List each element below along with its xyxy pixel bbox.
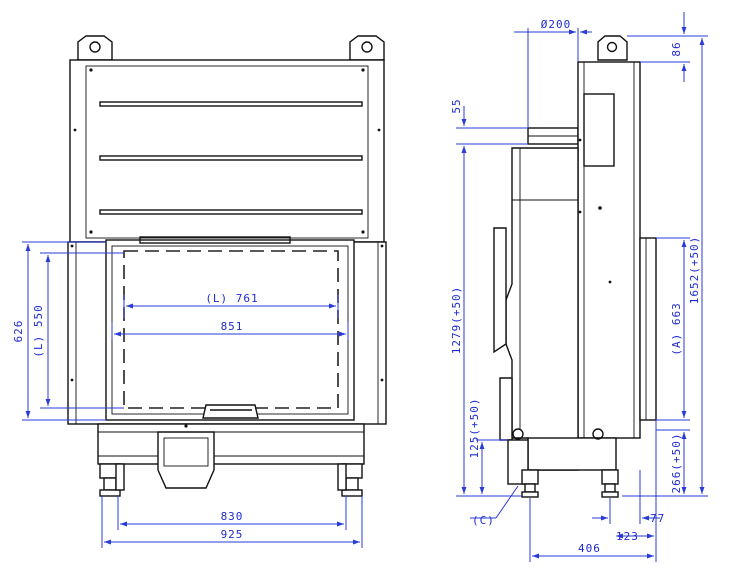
front-view-dimensions: (L) 761 851 830 925 626 (L) 550 bbox=[12, 241, 363, 548]
front-foot-left-2 bbox=[115, 463, 125, 491]
dim-depth-406: 406 bbox=[578, 542, 601, 555]
side-lifting-lug bbox=[597, 35, 628, 61]
side-rear-duct bbox=[493, 227, 507, 354]
side-foot-rear bbox=[521, 469, 539, 498]
dim-height-L550: (L) 550 bbox=[32, 304, 45, 357]
dim-height-626: 626 bbox=[12, 320, 25, 343]
dim-base-830: 830 bbox=[221, 510, 244, 523]
front-foot-right-2 bbox=[337, 463, 347, 491]
front-view bbox=[67, 35, 387, 497]
front-foot-left bbox=[99, 463, 121, 497]
dim-base-925: 925 bbox=[221, 528, 244, 541]
side-bottom-frame bbox=[527, 437, 617, 471]
dim-door-height: (A) 663 bbox=[670, 302, 683, 355]
front-hood bbox=[69, 59, 385, 243]
side-view-dimensions: Ø200 55 86 1652(+50) (A) 663 266(+50) 12… bbox=[450, 12, 708, 562]
front-lifting-lug-right bbox=[349, 35, 385, 61]
dim-flue-gap: 55 bbox=[450, 98, 463, 113]
front-hood-slot-3 bbox=[99, 209, 363, 215]
dim-leg-266: 266(+50) bbox=[670, 433, 683, 494]
side-combustion-body bbox=[505, 147, 579, 471]
front-door-frame bbox=[105, 239, 355, 421]
callout-air-intake: (C) bbox=[472, 514, 495, 527]
dim-flue-diameter: Ø200 bbox=[541, 18, 572, 31]
front-hood-slot-2 bbox=[99, 155, 363, 161]
front-glass-outline bbox=[123, 250, 339, 409]
dim-body-height: 1279(+50) bbox=[450, 286, 463, 355]
front-door-handle bbox=[202, 404, 259, 419]
front-lifting-lug-left bbox=[77, 35, 113, 61]
dim-leg-125: 125(+50) bbox=[468, 398, 481, 459]
front-ash-drawer bbox=[157, 431, 215, 489]
dim-total-height: 1652(+50) bbox=[688, 236, 701, 305]
side-foot-front bbox=[601, 469, 619, 498]
dim-glass-width: 851 bbox=[221, 320, 244, 333]
front-base-frame bbox=[97, 423, 365, 465]
dim-depth-123: 123 bbox=[616, 530, 639, 543]
dim-inner-width: (L) 761 bbox=[205, 292, 258, 305]
side-door-panel bbox=[639, 237, 657, 421]
front-hood-slot-1 bbox=[99, 101, 363, 107]
side-rear-body bbox=[577, 61, 641, 439]
dim-top-86: 86 bbox=[670, 41, 683, 56]
side-view bbox=[493, 35, 657, 498]
front-foot-right bbox=[341, 463, 363, 497]
dim-depth-77: 77 bbox=[650, 512, 665, 525]
